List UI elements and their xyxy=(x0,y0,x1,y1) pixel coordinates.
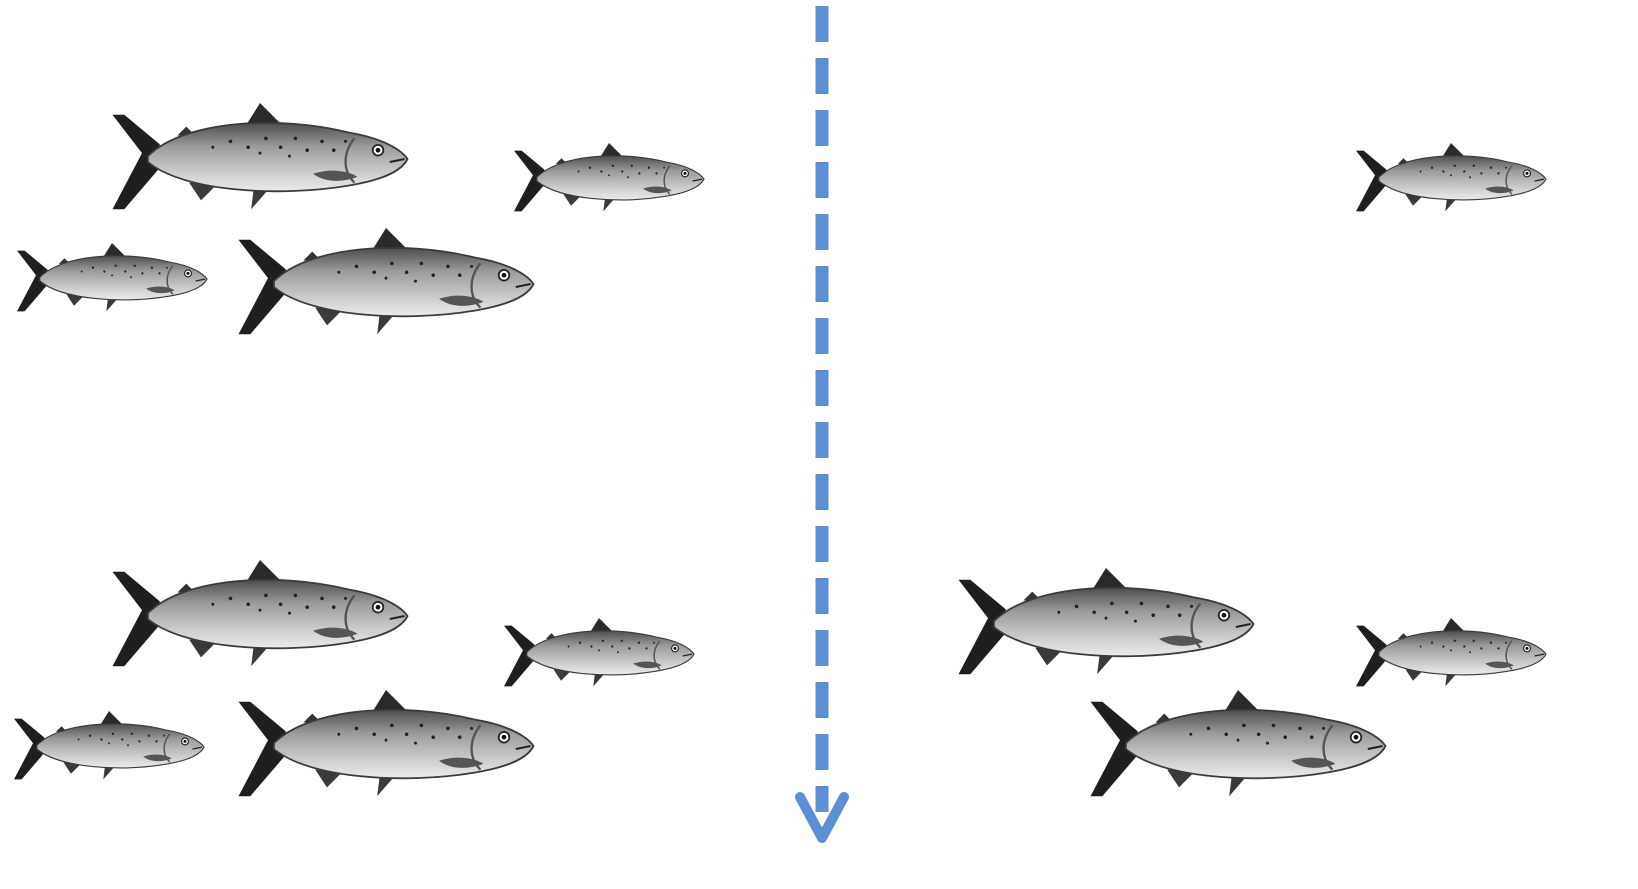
salmon-icon xyxy=(110,560,410,668)
salmon-icon xyxy=(1354,143,1548,213)
bottom-left-school xyxy=(12,560,696,798)
salmon-icon xyxy=(956,568,1256,676)
salmon-icon xyxy=(15,243,209,313)
top-left-school xyxy=(15,103,706,336)
bottom-right-school xyxy=(956,568,1548,798)
salmon-icon xyxy=(12,711,206,781)
salmon-icon xyxy=(236,690,536,798)
top-right-school xyxy=(1354,143,1548,213)
salmon-icon xyxy=(236,228,536,336)
salmon-icon xyxy=(512,143,706,213)
salmon-icon xyxy=(502,618,696,688)
arrow-down-icon xyxy=(795,6,849,843)
salmon-icon xyxy=(1088,690,1388,798)
salmon-icon xyxy=(110,103,410,211)
salmon-icon xyxy=(1354,618,1548,688)
